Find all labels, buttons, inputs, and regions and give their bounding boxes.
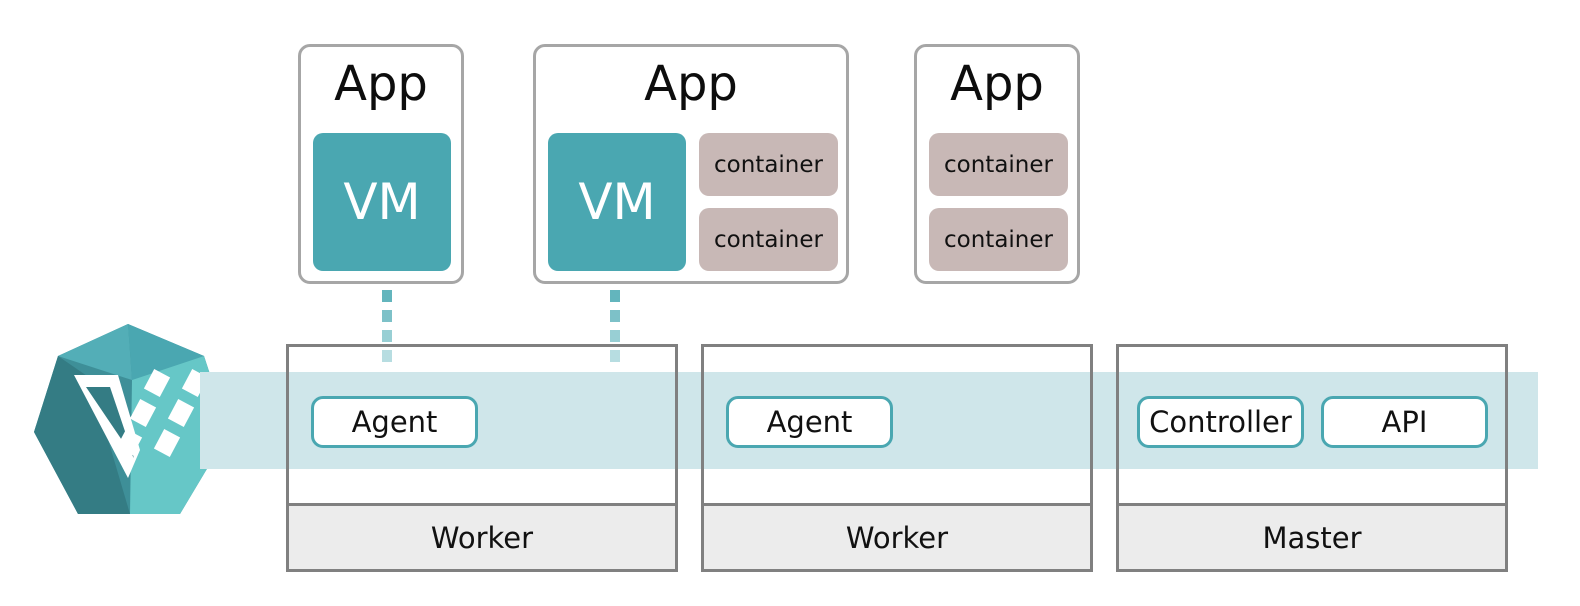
worker-node: Agent Worker [701,344,1093,572]
app-title: App [334,56,428,112]
vm-block: VM [313,133,451,271]
app-title: App [644,56,738,112]
controller-pill: Controller [1137,396,1304,448]
container-block: container [699,133,838,196]
node-role-label: Worker [704,503,1090,569]
node-role-label: Master [1119,503,1505,569]
container-block: container [699,208,838,271]
container-block: container [929,208,1068,271]
agent-pill: Agent [726,396,893,448]
app-box: App container container [914,44,1080,284]
app-title: App [950,56,1044,112]
vm-block: VM [548,133,686,271]
node-role-label: Worker [289,503,675,569]
agent-pill: Agent [311,396,478,448]
worker-node: Agent Worker [286,344,678,572]
app-box: App VM [298,44,464,284]
app-box: App VM container container [533,44,849,284]
master-node: Controller API Master [1116,344,1508,572]
container-block: container [929,133,1068,196]
api-pill: API [1321,396,1488,448]
